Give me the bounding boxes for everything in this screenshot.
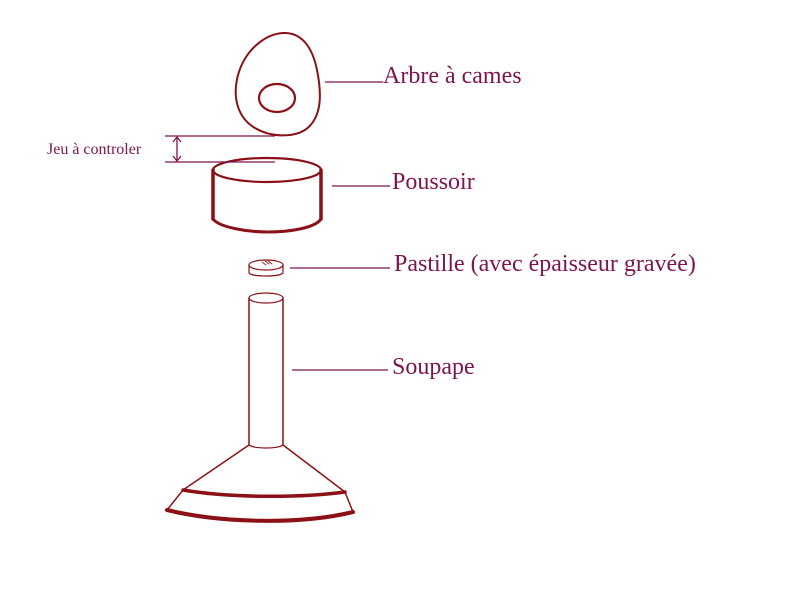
shim-label: Pastille (avec épaisseur gravée)	[394, 251, 696, 277]
valve-label: Soupape	[392, 354, 475, 380]
camshaft-label: Arbre à cames	[383, 63, 522, 89]
valve	[165, 292, 355, 523]
tappet-label: Poussoir	[392, 169, 475, 195]
shim-disc	[248, 259, 284, 277]
camshaft-lobe	[234, 31, 321, 137]
clearance-label: Jeu à controler	[47, 141, 142, 158]
tappet-bucket	[211, 156, 323, 234]
clearance-double-arrow-icon	[172, 135, 182, 163]
